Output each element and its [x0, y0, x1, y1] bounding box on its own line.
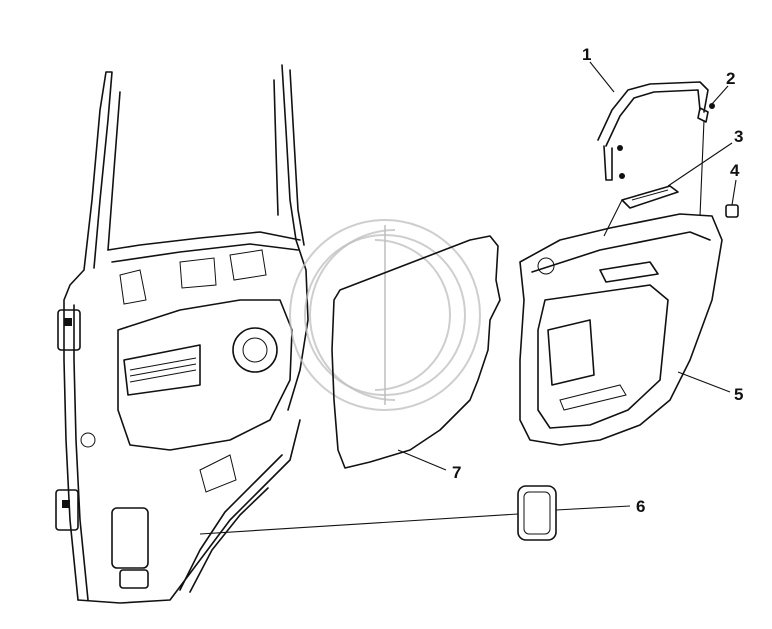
pull-handle-part-1: [597, 81, 709, 181]
door-shell: [55, 64, 309, 604]
callout-7: 7: [452, 463, 461, 482]
leader-lines: [199, 61, 737, 535]
switch-bezel-part-3: [621, 185, 679, 209]
screw-part-2: [697, 103, 715, 123]
callout-3: 3: [734, 127, 743, 146]
callout-4: 4: [730, 161, 740, 180]
callout-labels: 1 2 3 4 5 6 7: [452, 45, 743, 516]
pocket-insert-part-6: [517, 485, 557, 541]
callout-1: 1: [582, 45, 591, 64]
callout-5: 5: [734, 385, 743, 404]
watermark-logo: [289, 219, 481, 411]
water-shield-part-7: [331, 235, 501, 469]
clip-part-4: [725, 204, 739, 218]
trim-panel-part-5: [519, 213, 723, 446]
callout-2: 2: [726, 69, 735, 88]
callout-6: 6: [636, 497, 645, 516]
